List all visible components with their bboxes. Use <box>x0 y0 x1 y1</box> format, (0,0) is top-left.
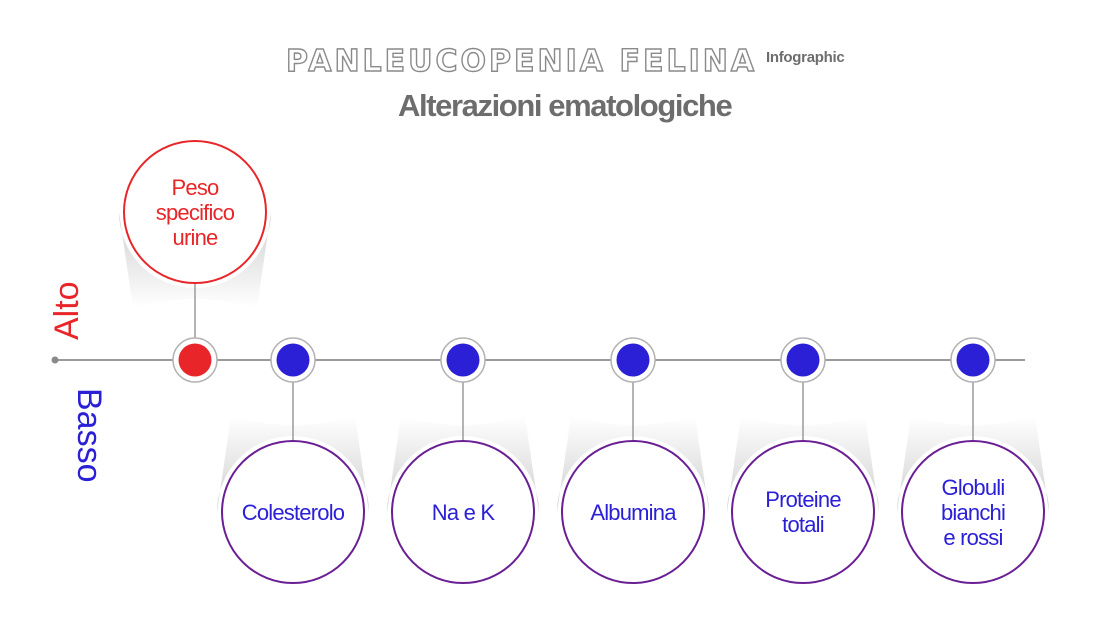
value-card: Globuli bianchi e rossi <box>901 440 1045 584</box>
node-dot-low <box>786 343 820 377</box>
value-card-label: Na e K <box>431 499 495 525</box>
node-dot-low <box>446 343 480 377</box>
value-card-label: Proteine totali <box>765 487 841 537</box>
page-title: PANLEUCOPENIA FELINA <box>285 43 758 79</box>
page-subtitle: Alterazioni ematologiche <box>398 88 733 123</box>
value-card-label: Colesterolo <box>241 499 345 525</box>
value-card: Proteine totali <box>731 440 875 584</box>
card-shadow <box>557 416 709 512</box>
card-shadow <box>897 416 1049 512</box>
card-shadow <box>119 212 271 308</box>
card-shadow <box>387 416 539 512</box>
infographic-tag: Infographic <box>766 49 845 66</box>
timeline-start-dot <box>51 356 59 364</box>
node-dot-high <box>178 343 212 377</box>
value-card: Colesterolo <box>221 440 365 584</box>
value-card: Na e K <box>391 440 535 584</box>
node-dot-low <box>276 343 310 377</box>
card-shadow <box>727 416 879 512</box>
value-card-label: Globuli bianchi e rossi <box>940 474 1006 550</box>
value-card: Peso specifico urine <box>123 140 267 284</box>
card-shadow <box>217 416 369 512</box>
value-card-label: Albumina <box>590 499 676 525</box>
value-card: Albumina <box>561 440 705 584</box>
axis-label-high: Alto <box>48 281 86 340</box>
node-dot-low <box>616 343 650 377</box>
axis-label-low: Basso <box>70 388 108 483</box>
value-card-label: Peso specifico urine <box>155 174 235 250</box>
node-dot-low <box>956 343 990 377</box>
